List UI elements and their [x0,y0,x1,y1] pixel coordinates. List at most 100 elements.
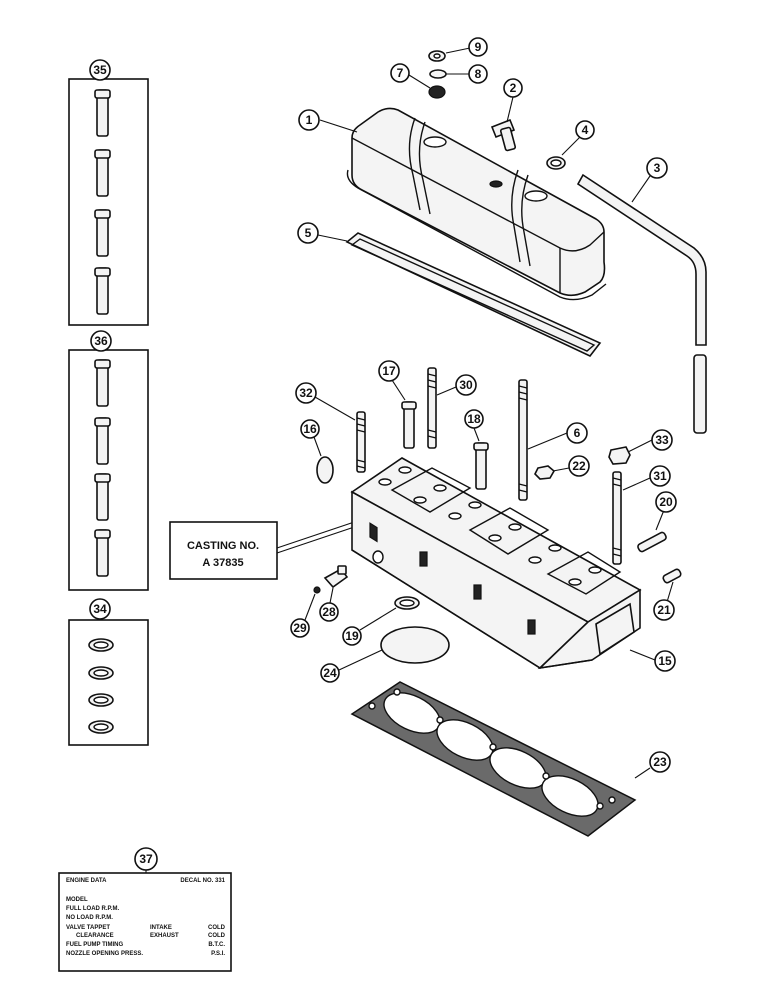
plate-row-right: P.S.I. [211,951,225,957]
plate-row-label: CLEARANCE [76,933,114,939]
plate-row-label: MODEL [66,897,88,903]
callout-label: 23 [653,755,667,769]
oring-24 [380,626,450,664]
plate-row-right: COLD [208,933,226,939]
plug-28 [323,565,349,589]
callout-label: 32 [299,386,313,400]
callout-28: 28 [319,602,339,622]
callout-label: 5 [305,226,312,240]
callout-label: 20 [659,495,673,509]
pin-20 [637,531,667,553]
callout-2: 2 [503,78,523,98]
callout-4: 4 [575,120,595,140]
head-ports [369,522,536,635]
callout-9: 9 [468,37,488,57]
callout-32: 32 [295,382,317,404]
callout-17: 17 [378,360,400,382]
callout-35: 35 [89,59,111,81]
callout-label: 15 [658,654,672,668]
pin-21 [662,568,682,584]
callout-label: 30 [459,378,473,392]
callout-7: 7 [390,63,410,83]
washer-29 [313,586,321,594]
callout-22: 22 [568,455,590,477]
breather-tee [490,118,517,152]
plate-row-mid: EXHAUST [150,933,179,939]
callout-36: 36 [90,330,112,352]
kit-box-34 [68,619,149,746]
callout-label: 36 [94,334,108,348]
callout-1: 1 [298,109,320,131]
callout-33: 33 [651,429,673,451]
oring-16 [316,456,334,484]
callout-37: 37 [134,847,158,871]
plate-heading: ENGINE DATA [66,878,107,884]
callout-16: 16 [300,419,320,439]
callout-label: 19 [345,629,359,643]
plate-rows: MODEL FULL LOAD R.P.M. NO LOAD R.P.M. VA… [66,897,226,957]
plate-row-label: FULL LOAD R.P.M. [66,906,119,912]
valve-cover [346,107,607,301]
callout-label: 7 [397,66,404,80]
callout-label: 37 [139,852,153,866]
nut-33 [608,446,631,465]
callout-label: 3 [654,161,661,175]
callout-label: 9 [475,40,482,54]
callout-label: 35 [93,63,107,77]
callout-label: 22 [572,459,586,473]
callout-34: 34 [89,598,111,620]
plate-row-label: FUEL PUMP TIMING [66,942,123,948]
callout-label: 2 [510,81,517,95]
stud-30 [427,367,437,449]
plate-serial: DECAL NO. 331 [180,878,225,884]
valve-guide [94,89,111,315]
callout-18: 18 [464,409,484,429]
casting-tag-line1: CASTING NO. [187,540,259,552]
casting-tag-line2: A 37835 [202,557,243,569]
callout-label: 17 [382,364,396,378]
nut-22 [534,465,556,480]
head-gasket [350,681,637,837]
callout-label: 1 [306,113,313,127]
cylinder-head [350,457,642,670]
callout-label: 16 [303,422,317,436]
callout-8: 8 [468,64,488,84]
casting-number-tag: CASTING NO. A 37835 [169,504,406,580]
callout-3: 3 [646,157,668,179]
callout-label: 6 [574,426,581,440]
hose-clamp [546,156,566,170]
breather-hose [576,173,707,434]
callout-label: 28 [322,605,336,619]
callout-label: 34 [93,602,107,616]
head-top-detail [378,466,622,595]
callout-31: 31 [649,465,671,487]
stud-32 [356,411,366,473]
guide-17 [401,401,417,449]
callout-30: 30 [455,374,477,396]
callout-24: 24 [320,663,340,683]
engine-data-plate: ENGINE DATA DECAL NO. 331 MODEL FULL LOA… [58,872,232,972]
callout-20: 20 [655,491,677,513]
callout-label: 29 [293,621,307,635]
callout-6: 6 [566,422,588,444]
callout-label: 4 [582,123,589,137]
callout-15: 15 [654,650,676,672]
callout-label: 24 [323,666,337,680]
callout-label: 21 [657,603,671,617]
callout-21: 21 [653,599,675,621]
kit-box-35 [68,78,149,326]
plate-row-right: COLD [208,925,226,931]
callout-label: 8 [475,67,482,81]
stud-6 [518,379,528,501]
callout-label: 31 [653,469,667,483]
stud-31 [612,471,622,565]
ring-19 [394,596,420,610]
callout-19: 19 [342,626,362,646]
callout-5: 5 [297,222,319,244]
kit-box-36 [68,349,149,591]
callout-label: 18 [467,412,481,426]
callout-29: 29 [290,618,310,638]
cover-gasket [345,232,602,357]
guide-18 [473,442,489,490]
